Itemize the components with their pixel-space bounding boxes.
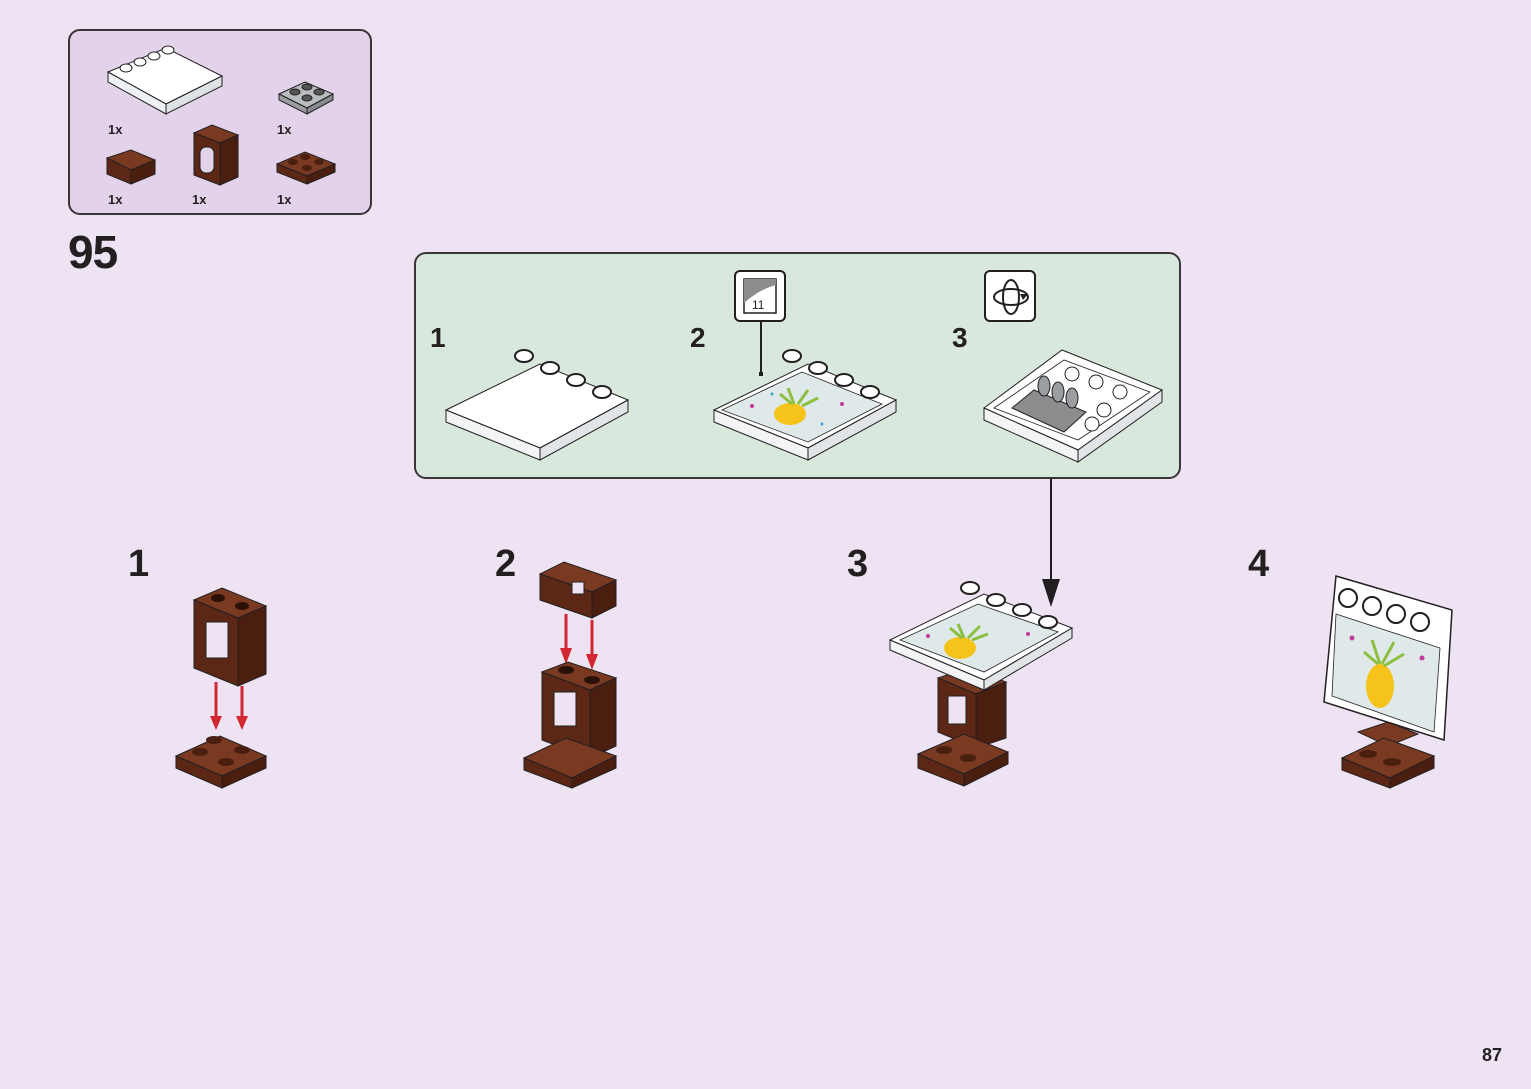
part-qty: 1x <box>192 192 206 207</box>
callout-substep-number: 2 <box>690 322 706 354</box>
rotate-arrow-icon <box>990 276 1032 318</box>
white-tile-part-icon <box>106 44 226 119</box>
substep-number: 1 <box>128 543 149 586</box>
tile-underside-with-hinge-icon <box>982 346 1168 466</box>
grey-hinge-part-icon <box>275 80 339 122</box>
part-qty: 1x <box>277 192 291 207</box>
sticker-number: 11 <box>752 298 764 312</box>
white-tile-icon <box>444 344 634 464</box>
part-qty: 1x <box>108 192 122 207</box>
tile-with-pineapple-sticker-icon <box>712 344 902 464</box>
callout-substep-number: 3 <box>952 322 968 354</box>
brown-bracket-part-icon <box>105 148 157 188</box>
part-qty: 1x <box>108 122 122 137</box>
bracket-over-frame-assembly <box>520 558 624 792</box>
tile-on-stand-assembly <box>888 578 1074 792</box>
page-number: 87 <box>1482 1045 1502 1066</box>
step-number: 95 <box>68 225 117 279</box>
upright-sign-assembly <box>1318 572 1458 792</box>
brown-plate-part-icon <box>275 148 337 188</box>
frame-over-plate-assembly <box>170 586 274 792</box>
substep-number: 4 <box>1248 543 1269 586</box>
substep-number: 3 <box>847 543 868 586</box>
substep-number: 2 <box>495 543 516 586</box>
brown-frame-part-icon <box>192 123 242 187</box>
part-qty: 1x <box>277 122 291 137</box>
